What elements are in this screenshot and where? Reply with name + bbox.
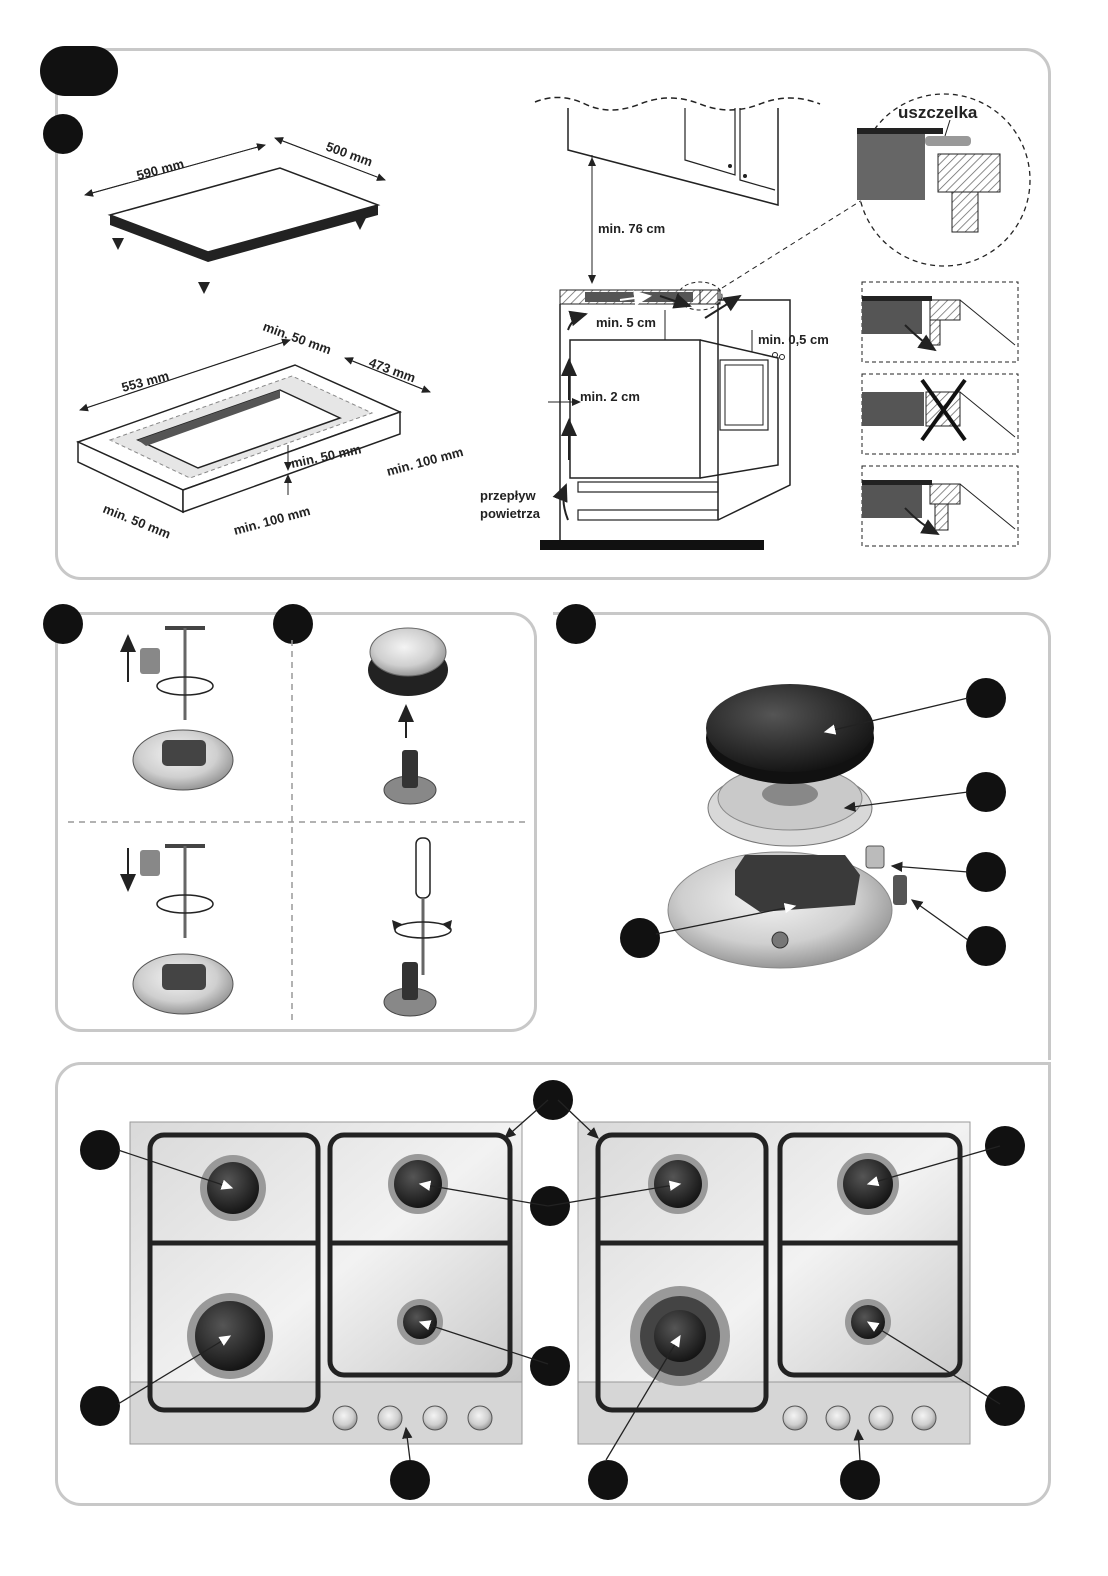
min-hood-label: min. 76 cm	[598, 221, 665, 236]
min-front2-label: min. 100 mm	[232, 503, 312, 538]
knob-icon	[368, 628, 448, 804]
cutout-dimension-drawing: 553 mm 473 mm min. 50 mm min. 50 mm min.…	[78, 319, 465, 542]
seal-label: uszczelka	[898, 103, 978, 122]
screwdriver-icon	[384, 838, 452, 1016]
cutout-width-label: 553 mm	[120, 368, 171, 395]
min-left-label: min. 50 mm	[101, 501, 173, 542]
hob-width-label: 590 mm	[135, 156, 186, 183]
airflow-label-2: powietrza	[480, 506, 541, 521]
seal-variants	[862, 282, 1018, 546]
hob-dimension-drawing: 590 mm 500 mm	[85, 138, 385, 294]
cabinet-section-drawing: min. 76 cm min. 5 cm min. 0,5 cm min. 2 …	[480, 97, 878, 550]
nozzle-wrench-icon	[128, 628, 233, 790]
nozzle-wrench-icon-2	[128, 846, 233, 1014]
gas-hob-wok-icon	[578, 1122, 970, 1444]
min-2cm-label: min. 2 cm	[580, 389, 640, 404]
burner-exploded-view	[656, 684, 968, 968]
nozzle-steps	[68, 628, 525, 1020]
airflow-label-1: przepływ	[480, 488, 537, 503]
cutout-depth-label: 473 mm	[367, 355, 418, 386]
min-right-label: min. 100 mm	[385, 444, 465, 479]
min-05cm-label: min. 0,5 cm	[758, 332, 829, 347]
min-back-label: min. 50 mm	[261, 319, 333, 358]
min-5cm-label: min. 5 cm	[596, 315, 656, 330]
seal-detail: uszczelka	[857, 94, 1030, 266]
hob-depth-label: 500 mm	[324, 139, 375, 170]
gas-hob-icon	[130, 1122, 522, 1444]
